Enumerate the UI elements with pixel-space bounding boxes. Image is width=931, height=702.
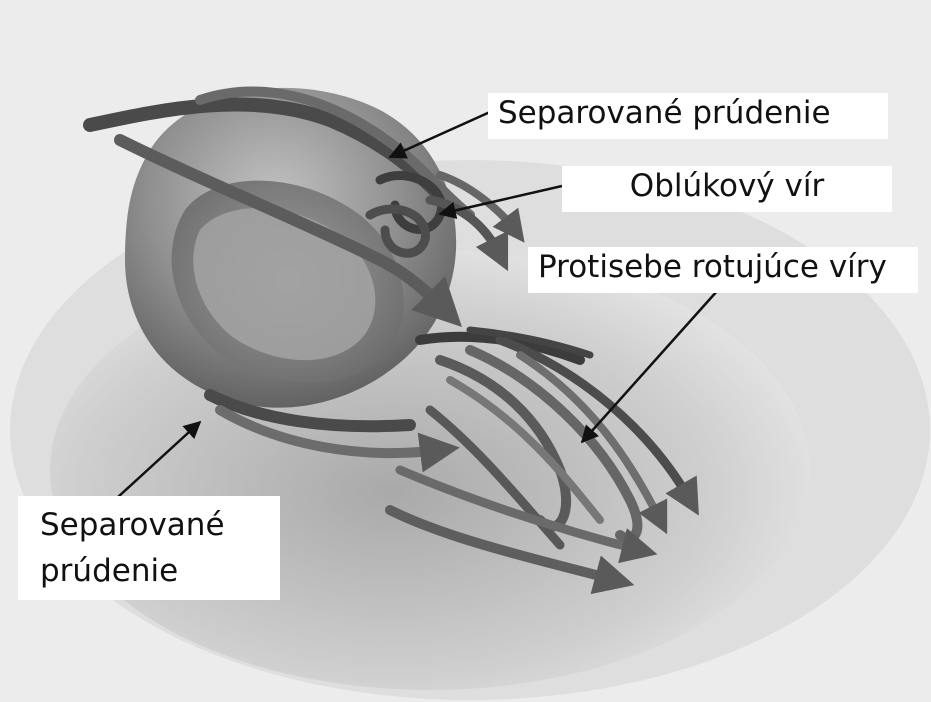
label-separated-flow-bottom-line1: Separované xyxy=(40,502,280,548)
label-separated-flow-bottom: Separované prúdenie xyxy=(18,496,280,600)
label-separated-flow-bottom-line2: prúdenie xyxy=(40,548,280,594)
label-separated-flow-top: Separované prúdenie xyxy=(488,93,888,139)
label-arch-vortex: Oblúkový vír xyxy=(562,166,892,212)
label-counter-rotating-vortices: Protisebe rotujúce víry xyxy=(528,247,918,293)
